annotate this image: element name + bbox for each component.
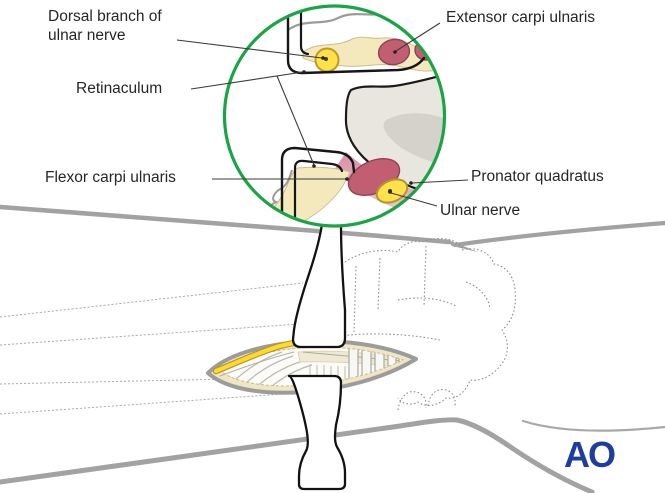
ulnar-nerve-cross-section <box>375 178 409 204</box>
label-ulnar-nerve: Ulnar nerve <box>440 202 521 219</box>
forearm-top-edge <box>0 204 452 245</box>
upper-retractor <box>291 222 347 349</box>
magnifier-ring <box>222 4 447 228</box>
dorsal-branch-nerve <box>314 47 340 73</box>
leader-lines <box>176 22 469 207</box>
leader-dots <box>302 50 413 194</box>
forearm-top-edge-wrist <box>452 220 665 248</box>
hand-bones-dotted <box>339 238 516 411</box>
label-pronator-quadratus: Pronator quadratus <box>471 168 604 185</box>
label-flexor-carpi-ulnaris: Flexor carpi ulnaris <box>45 169 176 186</box>
magnifier-inset <box>222 4 447 228</box>
ao-logo: AO <box>564 434 615 475</box>
forearm-bottom-edge <box>0 417 595 493</box>
wrist-crease-line <box>521 419 665 432</box>
forearm-contour-lines <box>0 282 315 415</box>
label-dorsal-branch-of-ulnar-nerve: Dorsal branch of ulnar nerve <box>48 8 162 44</box>
label-extensor-carpi-ulnaris: Extensor carpi ulnaris <box>446 9 596 26</box>
lower-retractor <box>287 374 347 491</box>
ulna-bone <box>344 72 445 199</box>
label-retinaculum: Retinaculum <box>76 80 163 97</box>
